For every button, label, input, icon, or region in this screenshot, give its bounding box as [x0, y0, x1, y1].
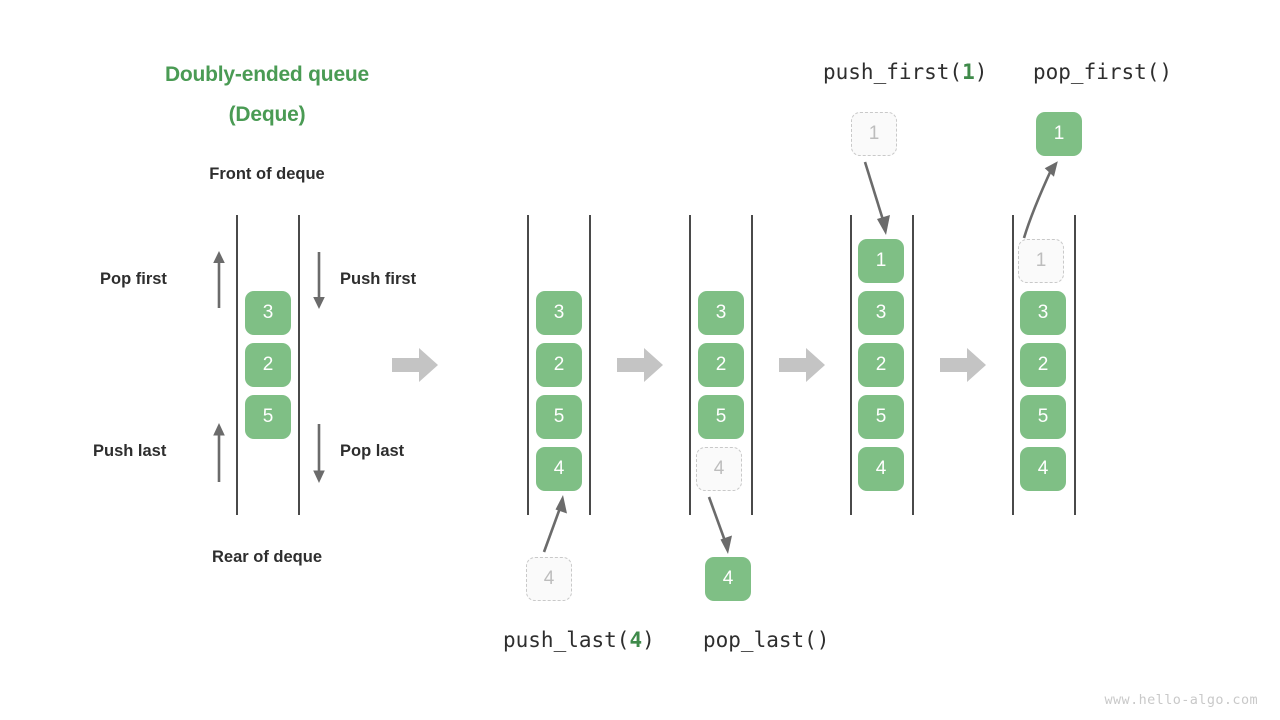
deque-rail-left-panel2 [527, 215, 529, 515]
deque-rail-right-panel4 [912, 215, 914, 515]
watermark: www.hello-algo.com [1104, 692, 1258, 708]
push-last-arrow [213, 423, 225, 482]
deque-rail-left-panel5 [1012, 215, 1014, 515]
incoming-element-ghost: 1 [851, 112, 897, 156]
incoming-element-ghost: 4 [526, 557, 572, 601]
deque-cell: 3 [698, 291, 744, 335]
deque-cell: 3 [858, 291, 904, 335]
deque-cell: 4 [858, 447, 904, 491]
deque-rail-right-panel2 [589, 215, 591, 515]
title-line-1: Doubly-ended queue [164, 63, 370, 86]
deque-cell: 2 [698, 343, 744, 387]
deque-cell: 4 [536, 447, 582, 491]
deque-cell: 4 [1020, 447, 1066, 491]
push-last-label: Push last [93, 442, 167, 460]
deque-cell: 1 [858, 239, 904, 283]
deque-rail-right-panel5 [1074, 215, 1076, 515]
code-prefix: pop_last() [703, 628, 830, 652]
push-first-code-label: push_first(1) [823, 60, 987, 84]
rear-of-deque-label: Rear of deque [211, 548, 323, 566]
deque-cell: 3 [536, 291, 582, 335]
deque-cell: 2 [245, 343, 291, 387]
pop-first-flow-arrow [1022, 161, 1058, 239]
deque-cell: 2 [858, 343, 904, 387]
push-last-flow-arrow [542, 495, 567, 553]
pop-last-code-label: pop_last() [703, 628, 829, 652]
push-last-code-label: push_last(4) [503, 628, 655, 652]
deque-cell: 5 [245, 395, 291, 439]
code-prefix: push_first( [823, 60, 963, 84]
pop-first-label: Pop first [100, 270, 167, 288]
deque-cell: 2 [536, 343, 582, 387]
title-line-2: (Deque) [228, 103, 306, 126]
deque-cell: 3 [245, 291, 291, 335]
deque-cell: 5 [536, 395, 582, 439]
deque-cell: 3 [1020, 291, 1066, 335]
code-suffix: ) [974, 60, 988, 84]
code-arg: 4 [629, 628, 643, 652]
pop-last-label: Pop last [340, 442, 405, 460]
pop-first-arrow [213, 251, 225, 308]
pop-first-code-label: pop_first() [1033, 60, 1172, 84]
push-first-arrow [313, 252, 325, 309]
deque-rail-left-panel4 [850, 215, 852, 515]
flow-arrow-icon [617, 348, 663, 382]
pop-last-flow-arrow [707, 496, 732, 554]
popped-element: 1 [1036, 112, 1082, 156]
code-prefix: push_last( [503, 628, 630, 652]
deque-cell: 5 [698, 395, 744, 439]
deque-cell: 5 [1020, 395, 1066, 439]
removed-element-ghost: 1 [1018, 239, 1064, 283]
flow-arrow-icon [940, 348, 986, 382]
push-first-flow-arrow [863, 161, 890, 235]
code-suffix: ) [642, 628, 655, 652]
front-of-deque-label: Front of deque [209, 165, 325, 183]
removed-element-ghost: 4 [696, 447, 742, 491]
code-prefix: pop_first() [1033, 60, 1173, 84]
deque-cell: 2 [1020, 343, 1066, 387]
code-arg: 1 [962, 60, 975, 84]
pop-last-arrow [313, 424, 325, 483]
popped-element: 4 [705, 557, 751, 601]
push-first-label: Push first [340, 270, 417, 288]
deque-rail-right-panel1 [298, 215, 300, 515]
deque-rail-left-panel1 [236, 215, 238, 515]
deque-rail-right-panel3 [751, 215, 753, 515]
page-title: Doubly-ended queue (Deque) [117, 55, 417, 135]
deque-rail-left-panel3 [689, 215, 691, 515]
flow-arrow-icon [779, 348, 825, 382]
deque-cell: 5 [858, 395, 904, 439]
flow-arrow-icon [392, 348, 438, 382]
